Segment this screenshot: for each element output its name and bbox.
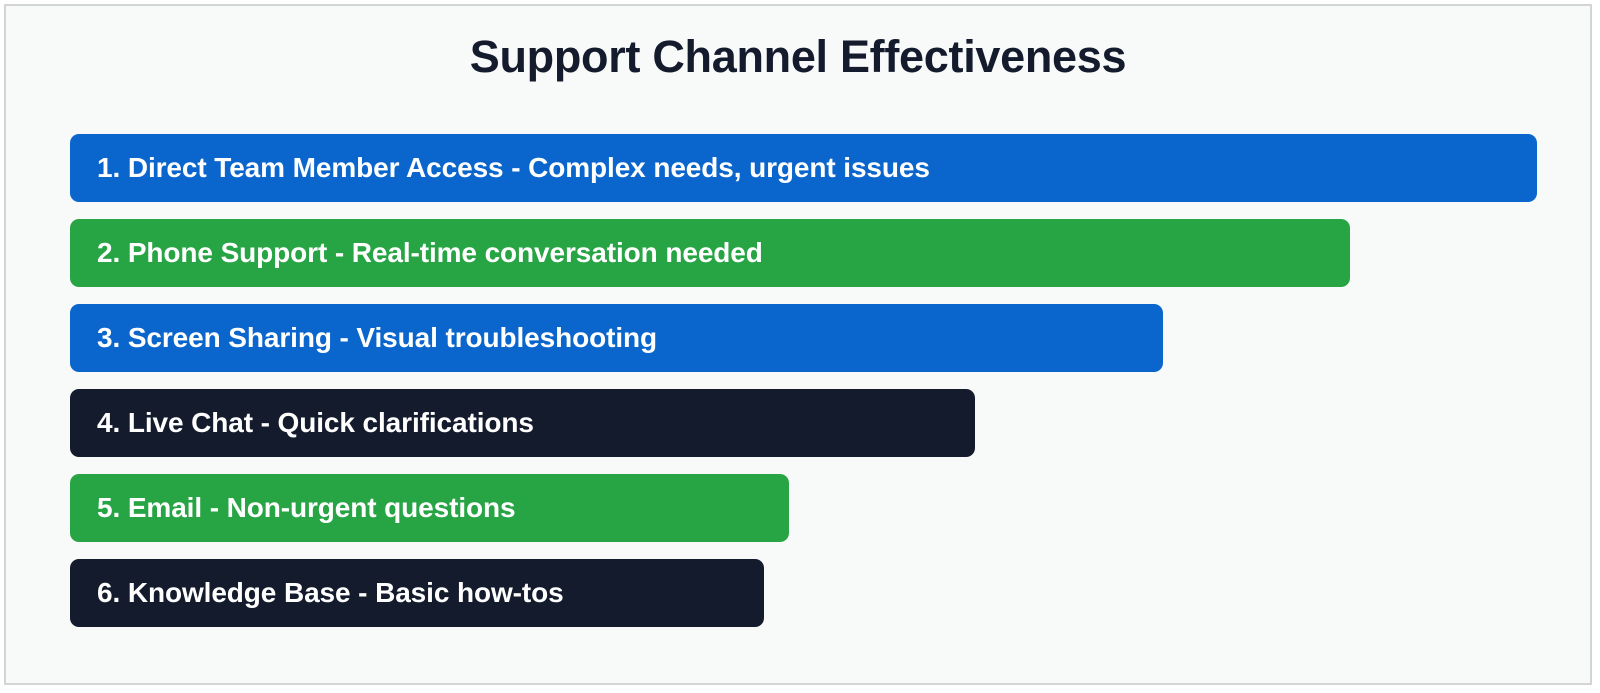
bar-6[interactable]: 6. Knowledge Base - Basic how-tos: [70, 559, 764, 627]
bar-chart: 1. Direct Team Member Access - Complex n…: [70, 134, 1550, 644]
bar-2[interactable]: 2. Phone Support - Real-time conversatio…: [70, 219, 1350, 287]
bar-label: 4. Live Chat - Quick clarifications: [97, 407, 534, 438]
bar-4[interactable]: 4. Live Chat - Quick clarifications: [70, 389, 975, 457]
bar-row: 4. Live Chat - Quick clarifications: [70, 389, 1550, 474]
bar-label: 5. Email - Non-urgent questions: [97, 492, 516, 523]
bar-row: 5. Email - Non-urgent questions: [70, 474, 1550, 559]
bar-label: 1. Direct Team Member Access - Complex n…: [97, 152, 930, 183]
bar-label: 6. Knowledge Base - Basic how-tos: [97, 577, 564, 608]
bar-row: 3. Screen Sharing - Visual troubleshooti…: [70, 304, 1550, 389]
bar-label: 2. Phone Support - Real-time conversatio…: [97, 237, 763, 268]
bar-row: 6. Knowledge Base - Basic how-tos: [70, 559, 1550, 644]
bar-5[interactable]: 5. Email - Non-urgent questions: [70, 474, 789, 542]
bar-row: 1. Direct Team Member Access - Complex n…: [70, 134, 1550, 219]
bar-row: 2. Phone Support - Real-time conversatio…: [70, 219, 1550, 304]
page-title: Support Channel Effectiveness: [469, 31, 1127, 82]
bar-1[interactable]: 1. Direct Team Member Access - Complex n…: [70, 134, 1537, 202]
bar-label: 3. Screen Sharing - Visual troubleshooti…: [97, 322, 658, 353]
chart-card: Support Channel Effectiveness 1. Direct …: [4, 4, 1592, 685]
bar-3[interactable]: 3. Screen Sharing - Visual troubleshooti…: [70, 304, 1163, 372]
